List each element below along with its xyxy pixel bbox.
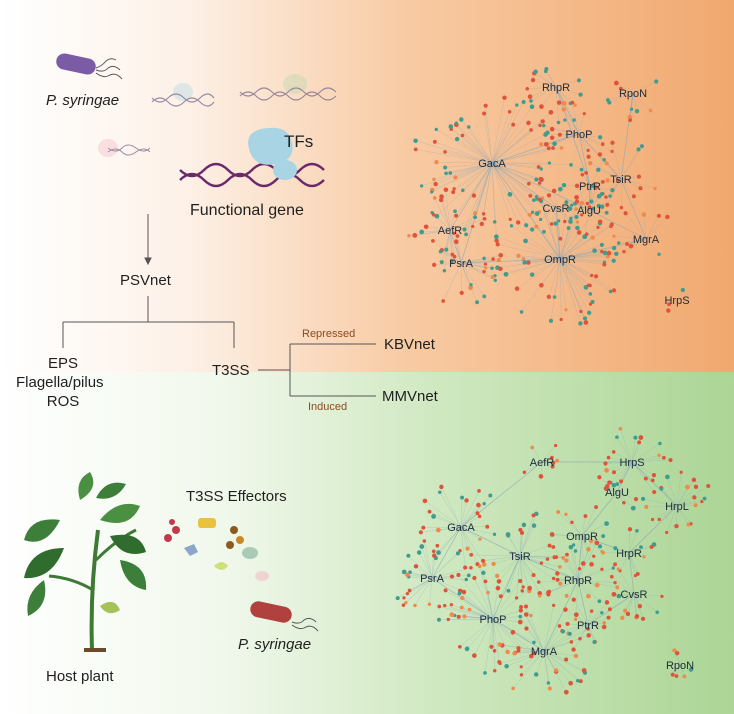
bottom-node-rpon: RpoN [666,660,694,672]
bottom-node-hrps: HrpS [619,457,644,469]
bottom-leaf-nodes [395,426,711,695]
organism-label-bottom: P. syringae [238,636,312,653]
dna-small-icons [98,74,337,157]
phenotype-flagella: Flagella/pilus [16,374,104,391]
bottom-panel-background [0,372,734,714]
organism-label-top: P. syringae [46,92,120,109]
phenotype-ros: ROS [46,393,80,410]
bottom-node-hrpr: HrpR [616,548,642,560]
regulatory-network-top: RhpR RpoN PhoP GacA PtrR TsiR CvsR AlgU AefR MgrA… [407,67,690,326]
effector-icons [164,518,269,581]
bacterium-icon-top [56,53,123,80]
induced-label: Induced [308,401,348,413]
dna-tf-icon [179,127,325,188]
bottom-node-cvsr: CvsR [621,589,648,601]
host-plant-icon [24,472,147,652]
top-node-hrps: HrpS [664,295,689,307]
bottom-node-ptrr: PtrR [577,620,599,632]
host-plant-label: Host plant [46,668,114,685]
top-node-rpon: RpoN [619,88,647,100]
top-node-phop: PhoP [566,129,593,141]
bottom-node-rhpr: RhpR [564,575,592,587]
top-node-gaca: GacA [478,158,506,170]
top-node-ptrr: PtrR [579,181,601,193]
top-node-cvsr: CvsR [543,203,570,215]
effectors-label: T3SS Effectors [186,488,287,505]
top-node-algu: AlgU [577,205,601,217]
bacterium-icon-bottom [250,601,319,632]
bottom-node-psra: PsrA [420,573,445,585]
top-node-psra: PsrA [449,258,474,270]
kbvnet-label: KBVnet [384,336,435,353]
top-node-tsir: TsiR [610,174,631,186]
bottom-node-phop: PhoP [480,614,507,626]
top-node-mgra: MgrA [633,234,660,246]
repressed-label: Repressed [302,328,356,340]
bottom-node-gaca: GacA [447,522,475,534]
mmvnet-label: MMVnet [382,388,438,405]
bottom-node-mgra: MgrA [531,646,558,658]
top-node-ompr: OmpR [544,254,576,266]
tfs-label: TFs [284,132,314,151]
bottom-node-aefr: AefR [530,457,555,469]
regulatory-network-bottom: AefR HrpS AlgU HrpL GacA OmpR HrpR TsiR PsrA RhpR… [395,426,711,695]
t3ss-label: T3SS [212,362,250,379]
bottom-node-algu: AlgU [605,487,629,499]
top-leaf-nodes [407,67,686,326]
bottom-node-tsir: TsiR [509,551,530,563]
bottom-node-hrpl: HrpL [665,501,689,513]
top-node-rhpr: RhpR [542,82,570,94]
psvnet-label: PSVnet [120,272,171,289]
flow-lines [62,214,376,397]
bottom-node-ompr: OmpR [566,531,598,543]
top-node-aefr: AefR [438,225,463,237]
phenotype-list: EPS Flagella/pilus ROS [16,354,104,411]
phenotype-eps: EPS [47,355,78,372]
functional-gene-label: Functional gene [190,202,304,219]
